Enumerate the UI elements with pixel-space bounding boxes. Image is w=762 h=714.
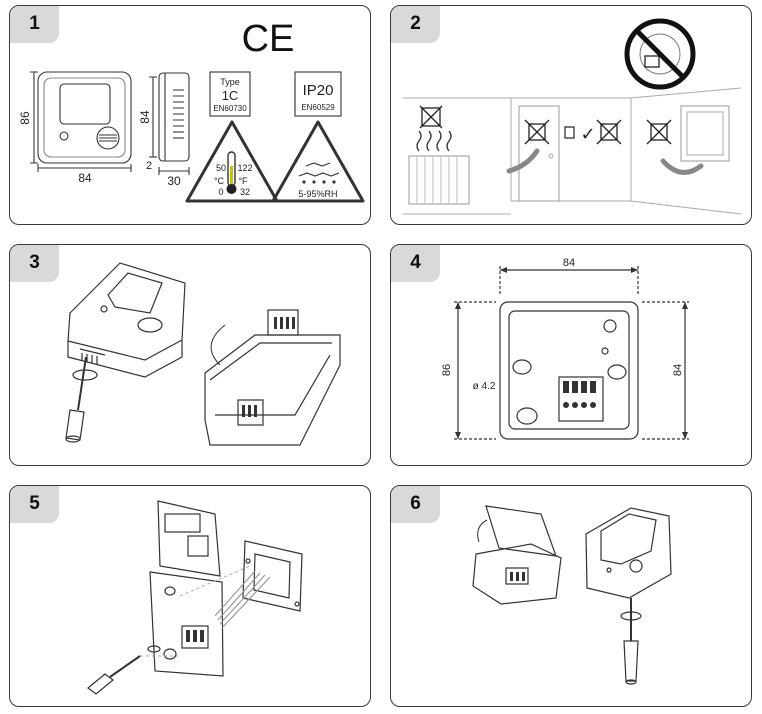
wall-junction-box — [242, 540, 303, 612]
check-mark: ✓ — [580, 124, 595, 144]
thermostat-front-view — [37, 71, 132, 164]
left-height-dimension: 86 — [441, 364, 453, 376]
temp-max-f: 122 — [237, 163, 252, 173]
side-height-dimension: 84 — [138, 110, 152, 124]
type-value: 1C — [222, 88, 239, 103]
step-5-panel: 5 — [9, 485, 371, 707]
hole-diameter-dimension: ø 4.2 — [473, 381, 496, 392]
side-offset-dimension: 2 — [146, 160, 152, 172]
step-5-illustration — [87, 500, 303, 695]
temperature-range-triangle — [185, 120, 279, 203]
step-3-illustration — [65, 262, 341, 446]
ce-mark: CE — [242, 18, 295, 60]
step-number: 3 — [29, 252, 40, 273]
screwdriver-icon — [77, 356, 87, 411]
temp-min-f: 32 — [240, 187, 250, 197]
no-heat-source-icon — [419, 105, 443, 129]
step-number: 5 — [29, 493, 40, 514]
ip-standard: EN60529 — [301, 103, 335, 112]
humidity-range-triangle — [271, 120, 365, 203]
right-height-dimension: 84 — [672, 364, 684, 376]
humidity-range-label: 5-95%RH — [298, 189, 337, 199]
control-knob — [96, 126, 120, 150]
step-2-panel: 2 — [390, 5, 752, 225]
step-6-illustration — [472, 505, 672, 685]
radiator — [408, 155, 470, 205]
step-number-badge: 2 — [391, 6, 440, 43]
terminal-block — [558, 376, 604, 422]
front-width-dimension: 84 — [78, 171, 92, 185]
step-number: 6 — [410, 493, 421, 514]
mounting-back-plate — [499, 301, 639, 440]
thermostat-side-view — [158, 72, 190, 162]
step-1-illustration: CE 86 84 84 30 2 Type 1C EN60730 IP20 EN… — [18, 18, 365, 203]
base-upper-half — [157, 500, 221, 577]
step-number: 4 — [410, 252, 421, 273]
step-2-illustration: ✓ — [403, 18, 742, 215]
control-knob — [137, 317, 163, 333]
step-6-panel: 6 — [390, 485, 752, 707]
ip-value: IP20 — [303, 82, 334, 99]
step-4-panel: 4 — [390, 244, 752, 466]
screwdriver-icon — [87, 673, 114, 695]
type-label: Type — [220, 77, 240, 87]
step-1-panel: 1 — [9, 5, 371, 225]
assembled-thermostat — [585, 507, 672, 599]
temp-max-c: 50 — [216, 163, 226, 173]
step-4-illustration: 84 86 84 ø 4.2 — [441, 257, 689, 440]
step-number: 2 — [410, 13, 421, 34]
width-dimension: 84 — [563, 257, 575, 269]
step-number-badge: 1 — [10, 6, 59, 43]
side-depth-dimension: 30 — [167, 174, 181, 188]
no-door-placement-icon — [524, 119, 550, 145]
step-3-panel: 3 — [9, 244, 371, 466]
temp-unit-c: °C — [214, 176, 225, 186]
indicator-led — [59, 131, 69, 141]
front-height-dimension: 86 — [18, 111, 32, 125]
step-number-badge: 5 — [10, 486, 59, 523]
step-number-badge: 4 — [391, 245, 440, 282]
base-lower-half — [149, 571, 224, 677]
no-window-placement-icon — [646, 119, 672, 145]
step-number-badge: 3 — [10, 245, 59, 282]
correct-placement-icon — [564, 126, 575, 139]
hinged-front-cover — [485, 505, 557, 557]
thermostat-top — [67, 262, 186, 361]
step-number: 1 — [29, 13, 40, 34]
type-standard: EN60730 — [213, 104, 247, 113]
bottom-left-screw-hole — [516, 407, 538, 425]
top-right-screw-hole — [603, 319, 617, 333]
step-number-badge: 6 — [391, 486, 440, 523]
display-window — [59, 83, 111, 125]
type-rating-box — [209, 71, 251, 117]
base-plate — [204, 334, 341, 446]
no-direct-sunlight-icon — [624, 18, 696, 90]
ip-rating-box — [294, 71, 342, 117]
temp-unit-f: °F — [238, 176, 248, 186]
no-wall-corner-icon — [596, 119, 622, 145]
temp-min-c: 0 — [218, 187, 223, 197]
